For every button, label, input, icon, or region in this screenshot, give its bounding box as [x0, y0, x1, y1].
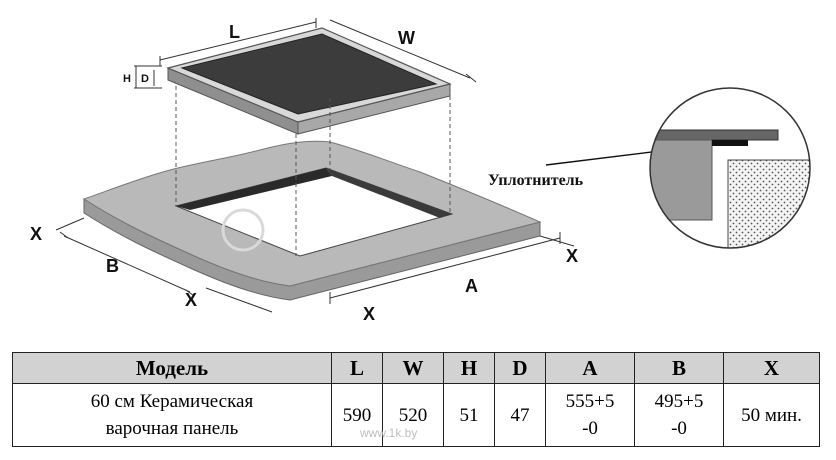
table-row: 60 см Керамическая варочная панель 590 5… [12, 383, 820, 447]
A-line-1: 555+5 [565, 391, 615, 412]
label-H: H [123, 73, 131, 85]
cell-L: 590 [331, 383, 383, 447]
gasket [712, 140, 748, 146]
header-X: X [723, 352, 820, 384]
cell-W: 520 [382, 383, 444, 447]
label-A: A [465, 276, 478, 296]
glass-surface [180, 33, 438, 115]
header-A: A [545, 352, 635, 384]
cell-X: 50 мин. [723, 383, 820, 447]
label-X-left: X [30, 224, 42, 244]
header-H: H [443, 352, 495, 384]
header-model: Модель [12, 352, 332, 384]
model-line-1: 60 см Керамическая [90, 391, 254, 412]
label-D: D [141, 73, 149, 85]
installation-diagram: L W H D X B X X A X Уплотнитель [30, 18, 811, 324]
projection-lines [175, 86, 451, 256]
label-X-front: X [185, 290, 197, 310]
detail-view [649, 87, 811, 249]
spec-table-header: Модель L W H D A B X [12, 352, 820, 384]
cell-model: 60 см Керамическая варочная панель [12, 383, 332, 447]
label-W: W [398, 28, 415, 48]
label-X-bottom: X [363, 304, 375, 324]
dimension-lines [55, 18, 575, 313]
header-W: W [382, 352, 444, 384]
cell-H: 51 [443, 383, 495, 447]
cell-B: 495+5 -0 [634, 383, 724, 447]
B-line-2: -0 [671, 418, 687, 439]
header-D: D [494, 352, 546, 384]
header-B: B [634, 352, 724, 384]
spec-table: Модель L W H D A B X 60 см Керамическая … [12, 352, 820, 447]
label-L: L [229, 22, 240, 42]
label-B: B [106, 256, 119, 276]
watermark-text: www.1k.by [360, 426, 418, 440]
A-line-2: -0 [582, 418, 598, 439]
label-X-right: X [566, 246, 578, 266]
B-line-1: 495+5 [654, 391, 704, 412]
header-L: L [331, 352, 383, 384]
watermark-logo [221, 208, 265, 252]
cell-A: 555+5 -0 [545, 383, 635, 447]
cell-D: 47 [494, 383, 546, 447]
gasket-label: Уплотнитель [488, 172, 584, 189]
hob [166, 27, 452, 135]
model-line-2: варочная панель [105, 418, 239, 439]
countertop [82, 140, 542, 301]
